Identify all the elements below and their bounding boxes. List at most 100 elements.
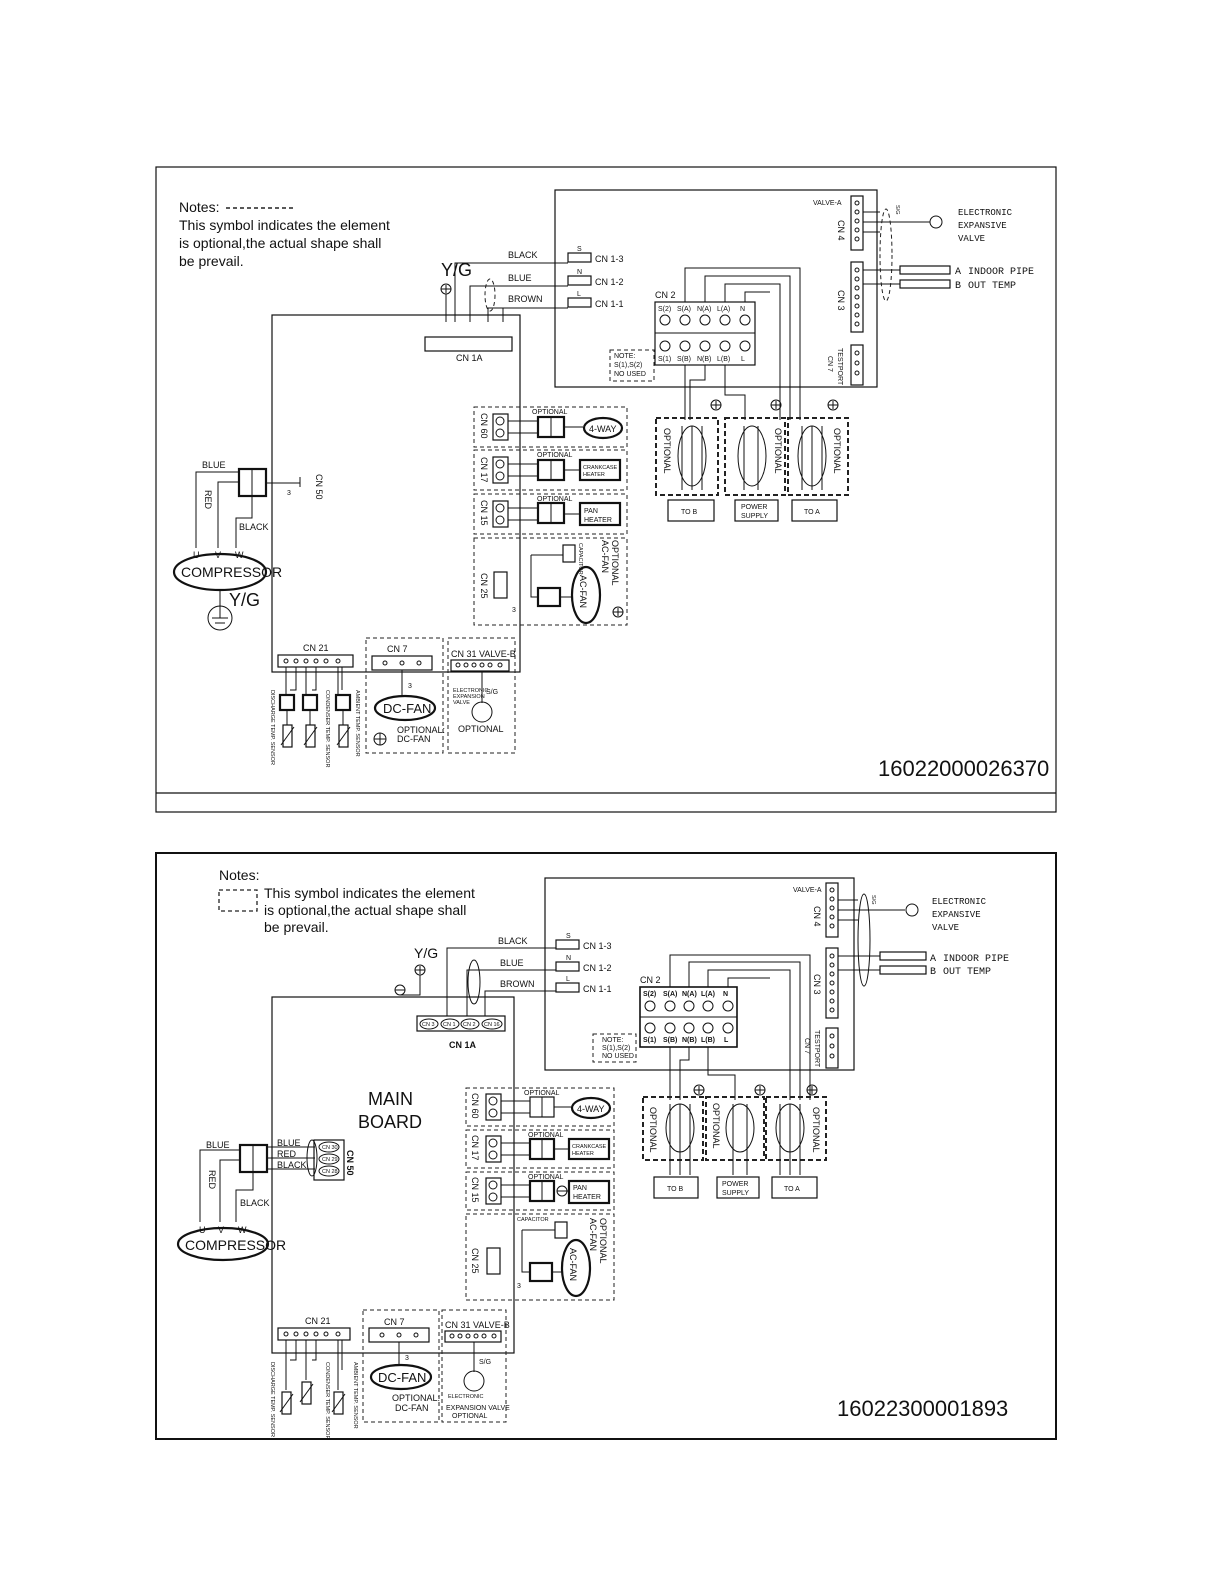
svg-text:SUPPLY: SUPPLY — [722, 1190, 749, 1197]
top-connector-pins — [854, 200, 860, 376]
top-optional-box-ps — [724, 417, 786, 496]
valve-icon — [471, 701, 493, 723]
top-part-code: 16022000026370 — [878, 756, 1049, 781]
top-cn13-label: CN 1-3 — [595, 254, 624, 264]
top-optional-box-b — [655, 417, 719, 496]
bottom-cn50-label: CN 50 — [345, 1150, 355, 1176]
top-wire-black-label: BLACK — [508, 250, 538, 260]
dc-fan-motor-icon — [373, 694, 437, 722]
top-valve-a-label: VALVE-A — [813, 200, 842, 207]
svg-text:OPTIONAL: OPTIONAL — [598, 1218, 608, 1264]
svg-text:CN 7: CN 7 — [826, 356, 833, 372]
thermistor-icon — [303, 724, 318, 748]
top-compressor-label: COMPRESSOR — [181, 564, 282, 580]
svg-text:CN 25: CN 25 — [470, 1248, 480, 1274]
svg-text:CN 30: CN 30 — [322, 1145, 338, 1151]
svg-text:CN 7: CN 7 — [803, 1038, 810, 1054]
svg-text:OPTIONAL:: OPTIONAL: — [397, 725, 445, 735]
svg-text:NOTE:: NOTE: — [602, 1037, 623, 1044]
thermistor-icon — [331, 1391, 346, 1415]
four-way-valve-icon — [582, 416, 624, 440]
top-optional-crankcase — [473, 449, 628, 491]
svg-text:S(1): S(1) — [658, 356, 671, 363]
svg-text:S: S — [566, 933, 571, 940]
ground-icon — [710, 399, 722, 411]
svg-text:S(B): S(B) — [663, 1037, 677, 1044]
svg-text:BROWN: BROWN — [500, 979, 535, 989]
top-optional-dcfan — [365, 637, 444, 754]
svg-text:BLACK: BLACK — [240, 1198, 270, 1208]
svg-text:CN 15: CN 15 — [470, 1177, 480, 1203]
top-diagram: Notes: This symbol indicates the element… — [155, 166, 1057, 813]
top-cn2-screws — [655, 314, 755, 352]
svg-text:EXPANSIVE: EXPANSIVE — [932, 910, 981, 920]
valve-icon — [929, 215, 943, 229]
bottom-eev-label: ELECTRONIC — [932, 897, 987, 907]
svg-text:OPTIONAL: OPTIONAL — [662, 428, 672, 474]
svg-text:CAPACITOR: CAPACITOR — [577, 543, 583, 575]
svg-text:CN 25: CN 25 — [479, 573, 489, 599]
svg-text:A: A — [930, 954, 936, 965]
relay-icon — [528, 1137, 556, 1161]
relay-icon — [528, 1179, 556, 1203]
svg-text:TESTPORT: TESTPORT — [836, 348, 843, 386]
bottom-notes-line-1: This symbol indicates the element — [264, 885, 475, 901]
bottom-part-code: 16022300001893 — [837, 1396, 1008, 1421]
svg-text:RED: RED — [277, 1149, 297, 1159]
svg-text:OPTIONAL: OPTIONAL — [528, 1132, 564, 1139]
svg-text:OPTIONAL: OPTIONAL — [458, 724, 504, 734]
relay-icon — [536, 501, 566, 525]
ac-fan-motor-icon — [560, 1238, 592, 1298]
relay-icon — [536, 415, 566, 439]
svg-text:S(B): S(B) — [677, 356, 691, 363]
top-cn31-label: CN 31 VALVE-B — [451, 649, 516, 659]
svg-text:TO A: TO A — [784, 1186, 800, 1193]
svg-text:HEATER: HEATER — [573, 1194, 601, 1201]
bottom-optional-box-b — [642, 1096, 704, 1161]
top-cn1-connectors: S N L CN 1-3 CN 1-2 CN 1-1 BLACK BLUE BR… — [454, 246, 624, 322]
bottom-indoor-pipe-label: INDOOR PIPE — [943, 954, 1009, 965]
svg-text:U: U — [193, 550, 200, 560]
svg-text:OPTIONAL: OPTIONAL — [832, 428, 842, 474]
main-board-label-2: BOARD — [358, 1112, 422, 1132]
svg-text:OPTIONAL: OPTIONAL — [528, 1174, 564, 1181]
top-to-a-box — [791, 499, 838, 522]
svg-text:S/G: S/G — [870, 895, 876, 904]
svg-text:BLUE: BLUE — [277, 1138, 301, 1148]
svg-text:VALVE: VALVE — [932, 923, 959, 933]
svg-text:BLUE: BLUE — [500, 958, 524, 968]
svg-text:3: 3 — [287, 490, 291, 497]
svg-text:is optional,the actual shape: is optional,the actual shape shall — [264, 902, 466, 918]
svg-text:3: 3 — [405, 1355, 409, 1362]
svg-text:AC-FAN: AC-FAN — [600, 540, 610, 573]
bottom-diagram: Notes: This symbol indicates the element… — [155, 852, 1057, 1440]
svg-text:BLACK: BLACK — [239, 522, 269, 532]
svg-text:NO USED: NO USED — [614, 371, 646, 378]
svg-text:OUT TEMP: OUT TEMP — [968, 281, 1016, 292]
ground-icon — [373, 732, 387, 746]
svg-text:S/G: S/G — [486, 689, 498, 696]
svg-text:AC-FAN: AC-FAN — [588, 1218, 598, 1251]
svg-text:S(2): S(2) — [658, 306, 671, 313]
top-cn12-label: CN 1-2 — [595, 277, 624, 287]
bottom-pan-heater — [567, 1179, 611, 1205]
relay-icon — [529, 1096, 555, 1118]
ground-icon — [770, 399, 782, 411]
top-indoor-pipe-label: INDOOR PIPE — [968, 267, 1034, 278]
bottom-cn50-connector — [313, 1139, 345, 1181]
svg-text:DISCHARGE TEMP. SENSOR: DISCHARGE TEMP. SENSOR — [269, 690, 275, 765]
top-optional-acfan — [473, 537, 628, 626]
thermistor-icon — [336, 724, 351, 748]
bottom-cn1a-pins: CN 3 CN 1 CN 2 CN 16 — [419, 1018, 503, 1030]
top-pan-heater — [578, 501, 622, 527]
svg-text:OPTIONAL: OPTIONAL — [610, 540, 620, 586]
svg-text:BLUE: BLUE — [206, 1140, 230, 1150]
svg-text:L: L — [741, 356, 745, 363]
svg-text:CN 28: CN 28 — [322, 1169, 338, 1175]
svg-text:CN 15: CN 15 — [479, 500, 489, 526]
bottom-optional-box-ps — [705, 1096, 765, 1161]
bottom-cn31-label: CN 31 VALVE-B — [445, 1320, 510, 1330]
top-to-b-box — [667, 499, 715, 522]
svg-text:DC-FAN: DC-FAN — [397, 734, 431, 744]
cable-icon — [677, 425, 707, 490]
